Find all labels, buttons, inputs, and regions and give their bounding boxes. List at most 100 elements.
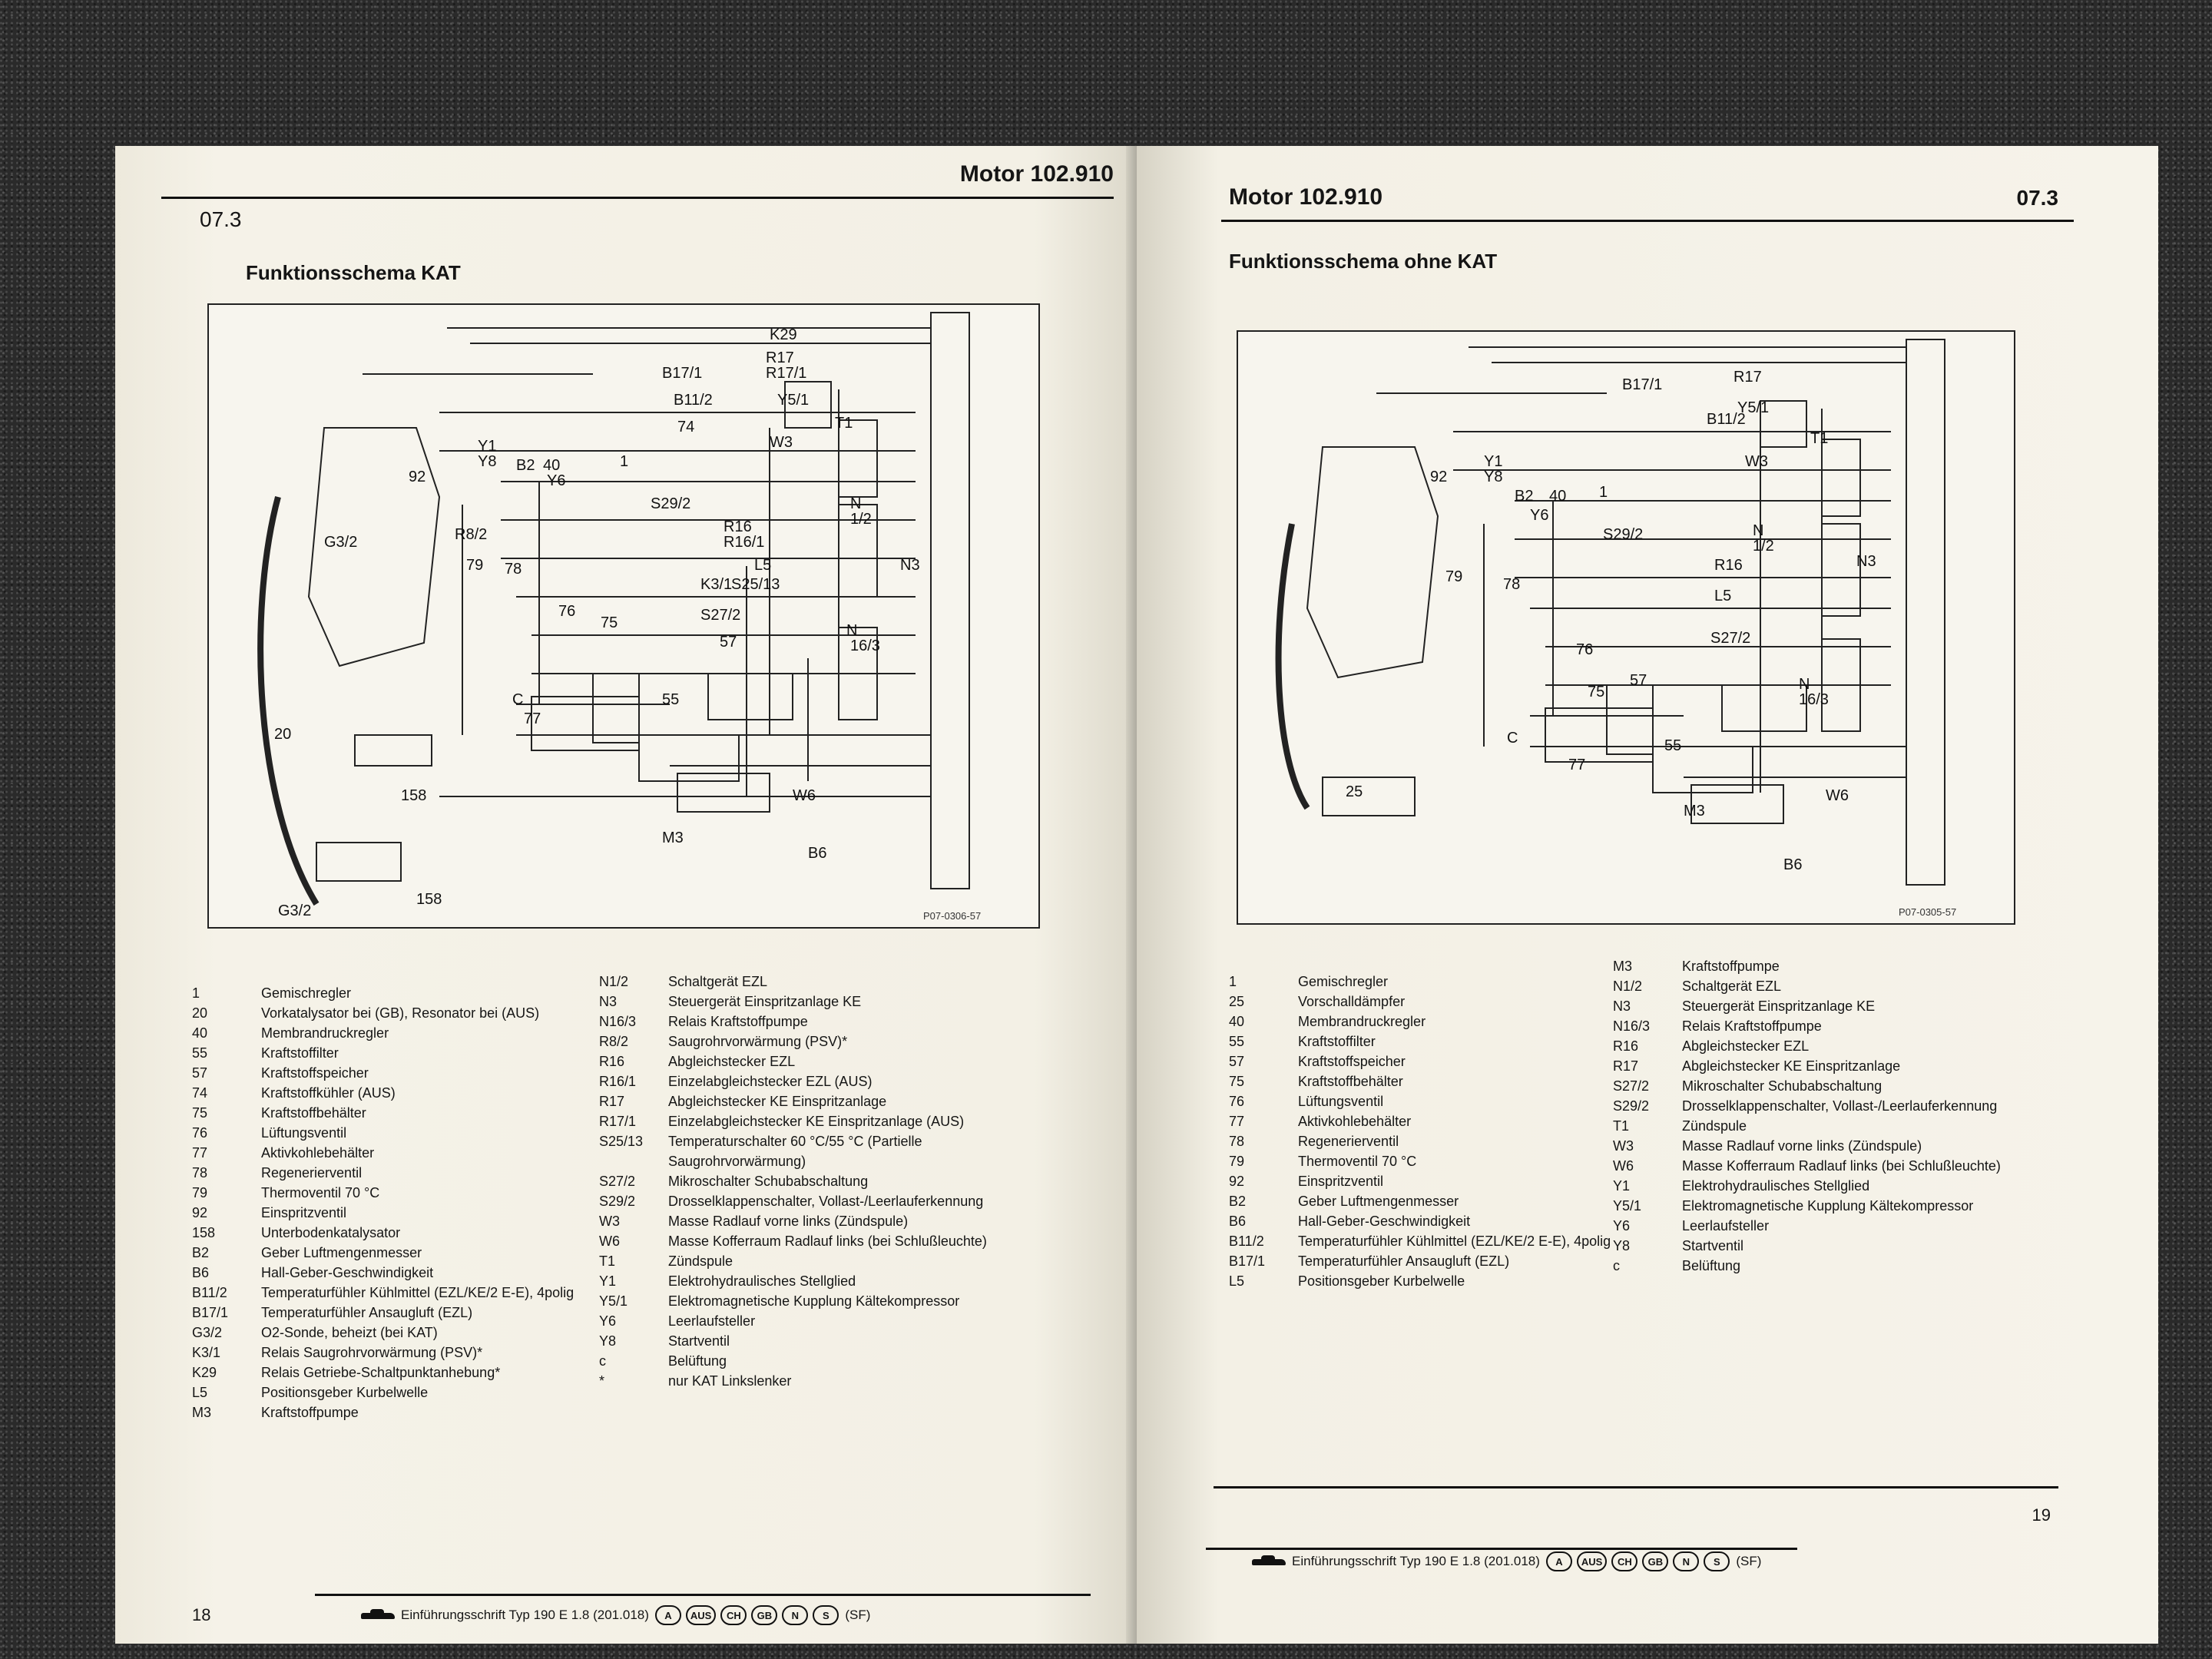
legend-description: nur KAT Linkslenker xyxy=(668,1373,792,1389)
legend-description: Kraftstoffpumpe xyxy=(261,1405,359,1420)
right-footer-rule-2 xyxy=(1206,1548,1797,1550)
legend-code: 76 xyxy=(192,1125,208,1141)
right-schema-title: Funktionsschema ohne KAT xyxy=(1229,250,1498,273)
legend-description: Kraftstoffbehälter xyxy=(1298,1074,1403,1089)
legend-code: K29 xyxy=(192,1365,217,1380)
legend-description: Temperaturfühler Ansaugluft (EZL) xyxy=(261,1305,473,1320)
legend-row: 78 Regenerierventil xyxy=(192,1163,591,1183)
diagram-label: B2 xyxy=(1515,488,1533,505)
diagram-label: L5 xyxy=(754,557,771,574)
diagram-label: 78 xyxy=(505,561,522,578)
left-schema-title: Funktionsschema KAT xyxy=(246,261,461,284)
legend-code: B11/2 xyxy=(1229,1233,1264,1249)
legend-code: 40 xyxy=(192,1025,208,1041)
diagram-label: B6 xyxy=(1783,856,1802,873)
engine-block xyxy=(307,427,441,667)
legend-description: Kraftstoffkühler (AUS) xyxy=(261,1085,396,1101)
diagram-label: 57 xyxy=(1630,672,1647,689)
left-footer: Einführungsschrift Typ 190 E 1.8 (201.01… xyxy=(361,1605,870,1625)
diagram-label: N xyxy=(850,495,861,512)
diagram-label: N xyxy=(1799,676,1810,693)
diagram-label: Y6 xyxy=(1530,507,1548,524)
diagram-label: 40 xyxy=(543,457,560,474)
legend-code: 77 xyxy=(192,1145,208,1161)
right-header-title: Motor 102.910 xyxy=(1229,184,1383,210)
legend-code: Y6 xyxy=(1613,1218,1631,1233)
legend-code: Y8 xyxy=(1613,1238,1631,1253)
diagram-label: 25 xyxy=(1346,783,1363,800)
left-header-title: Motor 102.910 xyxy=(959,161,1114,187)
legend-description: Einzelabgleichstecker EZL (AUS) xyxy=(668,1074,873,1089)
legend-code: 158 xyxy=(192,1225,216,1240)
legend-code: 78 xyxy=(192,1165,208,1181)
legend-description: Relais Kraftstoffpumpe xyxy=(668,1014,808,1029)
legend-code: 92 xyxy=(192,1205,208,1220)
diagram-label: N xyxy=(846,622,857,639)
exhaust-pipe xyxy=(1275,523,1310,810)
legend-code: B6 xyxy=(192,1265,210,1280)
legend-description: Membrandruckregler xyxy=(1298,1014,1426,1029)
legend-code: S27/2 xyxy=(599,1174,636,1189)
legend-description: Abgleichstecker KE Einspritzanlage xyxy=(668,1094,887,1109)
legend-description: Regenerierventil xyxy=(261,1165,363,1181)
diagram-label: W6 xyxy=(793,787,816,804)
legend-description: Hall-Geber-Geschwindigkeit xyxy=(1298,1214,1471,1229)
legend-description: Elektrohydraulisches Stellglied xyxy=(668,1273,856,1289)
diagram-label: T1 xyxy=(1810,430,1828,447)
legend-code: R8/2 xyxy=(599,1034,629,1049)
legend-code: 40 xyxy=(1229,1014,1245,1029)
diagram-label: 78 xyxy=(1503,576,1520,593)
legend-row: 40 Membrandruckregler xyxy=(1229,1012,1628,1031)
legend-description: Kraftstoffpumpe xyxy=(1682,959,1780,974)
legend-description: Einspritzventil xyxy=(1298,1174,1384,1189)
legend-code: L5 xyxy=(1229,1273,1245,1289)
legend-code: N1/2 xyxy=(1613,979,1643,994)
legend-description: Temperaturfühler Ansaugluft (EZL) xyxy=(1298,1253,1510,1269)
country-badge: S xyxy=(1704,1551,1730,1571)
legend-code: N16/3 xyxy=(1613,1018,1651,1034)
diagram-label: L5 xyxy=(1714,588,1731,604)
legend-code: B6 xyxy=(1229,1214,1247,1229)
legend-code: S29/2 xyxy=(1613,1098,1650,1114)
legend-code: 77 xyxy=(1229,1114,1245,1129)
legend-description: Vorschalldämpfer xyxy=(1298,994,1406,1009)
component-box xyxy=(592,673,640,743)
component-box xyxy=(638,734,740,782)
diagram-label: 76 xyxy=(1576,641,1593,658)
component-box xyxy=(677,773,770,813)
figure-code: P07-0306-57 xyxy=(923,910,981,922)
country-badge: N xyxy=(1673,1551,1700,1571)
legend-description: Masse Radlauf vorne links (Zündspule) xyxy=(668,1214,909,1229)
diagram-label: T1 xyxy=(835,415,853,432)
diagram-label: R17 xyxy=(766,349,794,366)
legend-code: W6 xyxy=(599,1233,620,1249)
diagram-label: G3/2 xyxy=(324,534,357,551)
bus-bar xyxy=(930,312,970,889)
country-badge: GB xyxy=(1642,1551,1669,1571)
legend-description: Kraftstoffilter xyxy=(261,1045,339,1061)
